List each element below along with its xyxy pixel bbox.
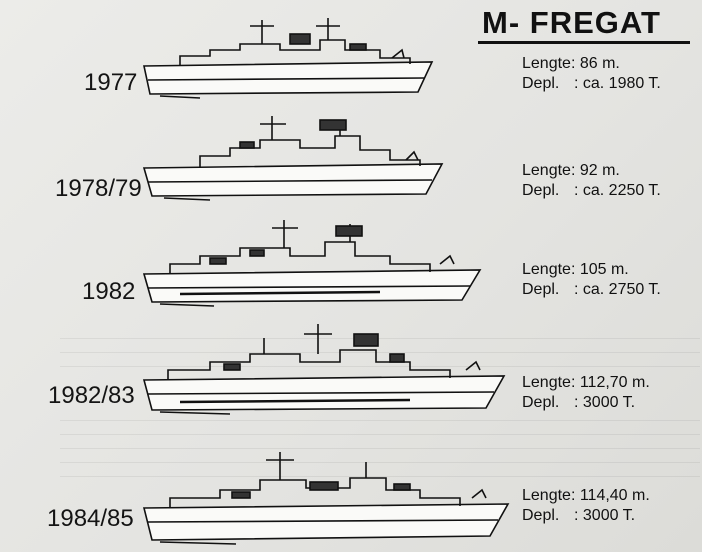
displacement-spec: Depl. : ca. 1980 T. — [522, 74, 661, 93]
displacement-value: : 3000 T. — [574, 394, 636, 411]
length-label: Lengte — [522, 374, 571, 391]
length-spec: Lengte: 112,70 m. — [522, 373, 650, 392]
bleed-through-line — [60, 462, 700, 463]
year-label: 1984/85 — [47, 505, 134, 532]
bleed-through-line — [60, 338, 700, 339]
bleed-through-line — [60, 352, 700, 353]
length-spec: Lengte: 114,40 m. — [522, 486, 650, 505]
year-label: 1982/83 — [48, 382, 135, 409]
length-value: : 105 m. — [570, 261, 629, 278]
length-value: : 114,40 m. — [570, 487, 650, 504]
length-spec: Lengte: 105 m. — [522, 260, 629, 279]
bleed-through-line — [60, 366, 700, 367]
ship-profile-1978-79 — [140, 112, 450, 204]
length-label: Lengte — [522, 162, 571, 179]
length-value: : 86 m. — [570, 55, 620, 72]
ship-profile-1982 — [140, 216, 488, 310]
bleed-through-line — [60, 448, 700, 449]
length-value: : 92 m. — [570, 162, 620, 179]
displacement-label: Depl. — [522, 507, 560, 524]
displacement-spec: Depl. : ca. 2750 T. — [522, 280, 661, 299]
year-label: 1978/79 — [55, 175, 142, 202]
displacement-value: : ca. 2250 T. — [574, 182, 661, 199]
page-title: M- FREGAT — [482, 5, 661, 40]
displacement-value: : ca. 2750 T. — [574, 281, 661, 298]
length-label: Lengte — [522, 261, 571, 278]
year-label: 1982 — [82, 278, 136, 305]
displacement-label: Depl. — [522, 75, 560, 92]
length-spec: Lengte: 92 m. — [522, 161, 620, 180]
length-label: Lengte — [522, 487, 571, 504]
displacement-spec: Depl. : 3000 T. — [522, 393, 635, 412]
displacement-label: Depl. — [522, 394, 560, 411]
length-value: : 112,70 m. — [570, 374, 650, 391]
displacement-spec: Depl. : ca. 2250 T. — [522, 181, 661, 200]
bleed-through-line — [60, 434, 700, 435]
bleed-through-line — [60, 476, 700, 477]
ship-profile-1982-83 — [140, 320, 512, 418]
length-label: Lengte — [522, 55, 571, 72]
length-spec: Lengte: 86 m. — [522, 54, 620, 73]
displacement-label: Depl. — [522, 281, 560, 298]
displacement-value: : ca. 1980 T. — [574, 75, 661, 92]
bleed-through-line — [60, 420, 700, 421]
ship-profile-1984-85 — [140, 448, 516, 548]
displacement-label: Depl. — [522, 182, 560, 199]
ship-profile-1977 — [140, 14, 440, 102]
title-underline — [478, 41, 690, 44]
displacement-spec: Depl. : 3000 T. — [522, 506, 635, 525]
year-label: 1977 — [84, 69, 138, 96]
displacement-value: : 3000 T. — [574, 507, 636, 524]
